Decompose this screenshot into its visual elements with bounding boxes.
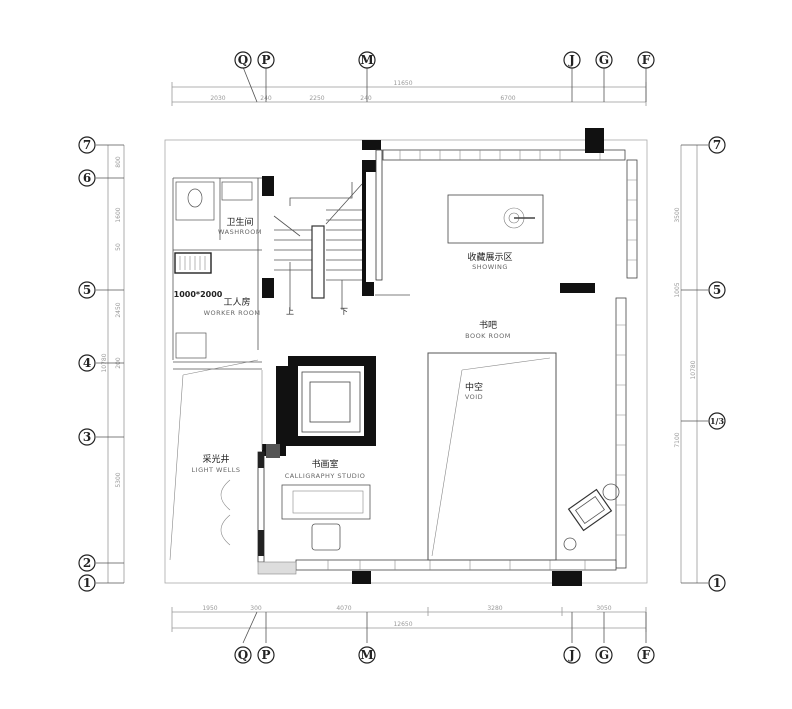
dim-right: 1005: [674, 282, 681, 297]
dim-right: 7100: [674, 432, 681, 447]
column-bubbles-top: Q P M J G F: [234, 51, 655, 69]
washroom-label-en: WASHROOM: [218, 228, 262, 236]
left-dimensions: 800 1600 50 2450 200 5300 10780: [101, 145, 125, 583]
stair-up-label: 上: [286, 307, 294, 316]
axis-4: 4: [83, 356, 91, 370]
top-dimensions: 11650 2030 240 2250 240 6700: [171, 80, 647, 106]
axis-g: G: [599, 53, 609, 67]
dim-top: 6700: [500, 95, 515, 102]
axis-1: 1: [713, 576, 721, 590]
axis-6: 6: [83, 171, 91, 185]
axis-f: F: [642, 53, 651, 67]
dim-bottom: 3280: [487, 605, 502, 612]
axis-m: M: [360, 648, 373, 662]
axis-2: 2: [83, 556, 91, 570]
calligraphy-label-zh: 书画室: [311, 458, 338, 470]
axis-7: 7: [713, 138, 721, 152]
axis-j: J: [568, 53, 575, 67]
void-label-en: VOID: [465, 393, 483, 401]
dim-bottom-total: 12650: [393, 621, 412, 628]
axis-7: 7: [83, 138, 91, 152]
dim-left: 800: [115, 156, 122, 168]
axis-p: P: [261, 53, 270, 67]
fixtures: [174, 181, 620, 561]
column-bubbles-bottom: Q P M J G F: [234, 646, 655, 664]
axis-m: M: [360, 53, 373, 67]
row-bubbles-right: 7 5 1/3 1: [708, 136, 726, 592]
dim-top-total: 11650: [393, 80, 412, 87]
bed-size-label: 1000*2000: [174, 290, 223, 299]
bottom-dimensions: 1950 300 4070 3280 3050 12650: [171, 605, 647, 632]
dim-left: 1600: [115, 207, 122, 222]
showing-label-en: SHOWING: [472, 263, 508, 271]
right-dimensions: 3500 1005 7100 10780: [674, 145, 698, 583]
dim-bottom: 3050: [596, 605, 611, 612]
axis-g: G: [599, 648, 609, 662]
void-label-zh: 中空: [465, 381, 483, 393]
dim-top: 2250: [309, 95, 324, 102]
book-room-label-zh: 书吧: [479, 320, 497, 331]
dim-right: 3500: [674, 207, 681, 222]
dim-top: 240: [360, 95, 372, 102]
axis-j: J: [568, 648, 575, 662]
axis-q: Q: [238, 53, 248, 67]
plan-walls: [164, 128, 648, 586]
worker-room-label-en: WORKER ROOM: [204, 309, 261, 317]
dim-bottom: 1950: [202, 605, 217, 612]
dim-bottom: 300: [250, 605, 262, 612]
dim-top: 2030: [210, 95, 225, 102]
stair-down-label: 下: [340, 307, 348, 316]
dim-bottom: 4070: [336, 605, 351, 612]
book-room-label-en: BOOK ROOM: [465, 332, 511, 340]
room-labels: 卫生间 WASHROOM 1000*2000 工人房 WORKER ROOM 收…: [174, 216, 513, 480]
axis-q: Q: [238, 648, 248, 662]
dim-right-total: 10780: [690, 360, 697, 379]
dim-left: 50: [115, 243, 122, 251]
dim-left: 5300: [115, 472, 122, 487]
dim-left: 2450: [115, 302, 122, 317]
showing-label-zh: 收藏展示区: [467, 251, 512, 263]
grid-axes: [96, 66, 708, 644]
calligraphy-label-en: CALLIGRAPHY STUDIO: [285, 472, 366, 480]
axis-1: 1: [83, 576, 91, 590]
axis-3: 3: [83, 430, 91, 444]
row-bubbles-left: 7 6 5 4 3 2 1: [78, 136, 96, 592]
axis-5: 5: [83, 283, 91, 297]
washroom-label-zh: 卫生间: [226, 216, 253, 228]
axis-5: 5: [713, 283, 721, 297]
axis-p: P: [261, 648, 270, 662]
light-wells-label-zh: 采光井: [202, 453, 229, 465]
light-wells-label-en: LIGHT WELLS: [192, 466, 241, 474]
worker-room-label-zh: 工人房: [223, 296, 250, 308]
stairs: 上 下: [273, 182, 363, 316]
axis-f: F: [642, 648, 651, 662]
axis-1-3: 1/3: [710, 416, 724, 426]
